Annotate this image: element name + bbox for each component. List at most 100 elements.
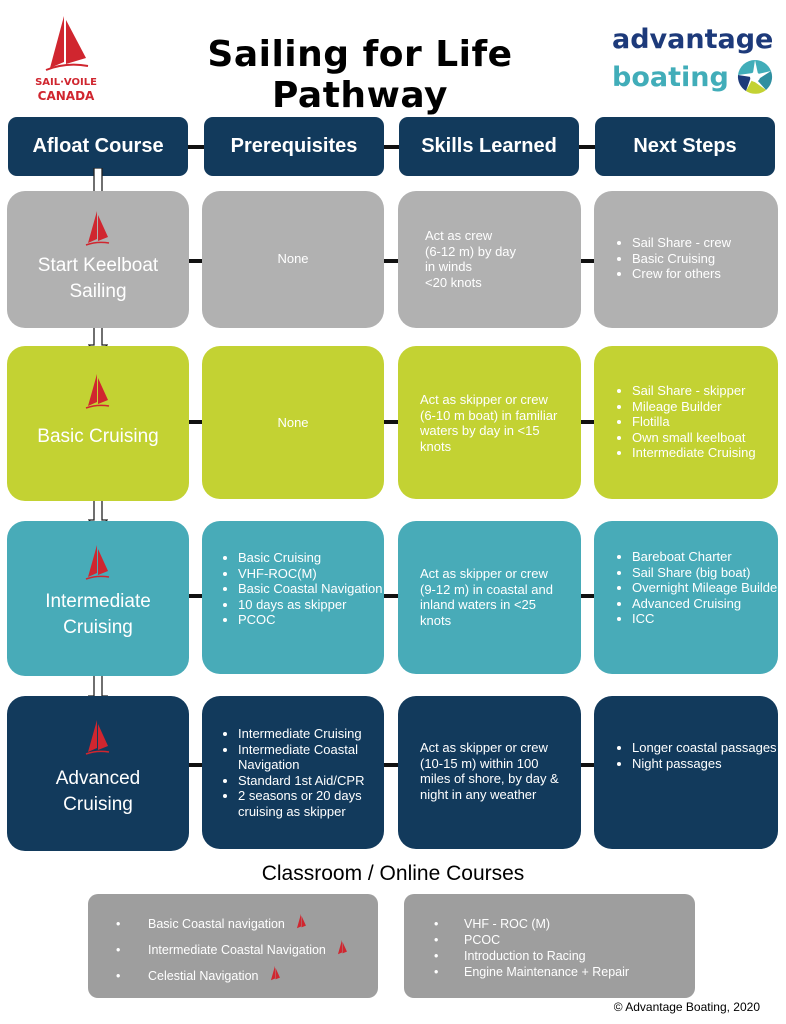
column-header-prerequisites: Prerequisites [204, 117, 384, 176]
list-item: Basic Coastal Navigation [238, 581, 388, 597]
list-item: ICC [632, 611, 782, 627]
row1-connector [185, 259, 605, 263]
skills-line: inland waters in <25 [420, 597, 536, 612]
course-title: Start Keelboat Sailing [37, 255, 159, 302]
aperture-icon [737, 59, 773, 94]
list-item: Overnight Mileage Builder [632, 580, 782, 596]
skills-text: Act as crew (6-12 m) by day in winds <20… [425, 228, 516, 290]
classroom-left-card: •Basic Coastal navigation •Intermediate … [88, 894, 378, 998]
skills-card: Act as skipper or crew (9-12 m) in coast… [398, 521, 581, 674]
classroom-right-card: •VHF - ROC (M) •PCOC •Introduction to Ra… [404, 894, 695, 998]
bullet-icon: • [434, 917, 439, 931]
course-title: Intermediate Cruising [45, 591, 151, 638]
skills-line: (10-15 m) within 100 [420, 755, 539, 771]
skills-line: night in any weather [420, 786, 537, 802]
skills-text: Act as skipper or crew (6-10 m boat) in … [420, 392, 557, 454]
skills-line: (9-12 m) in coastal and [420, 581, 553, 597]
bullet-icon: • [116, 969, 121, 983]
row2-connector [185, 420, 605, 424]
skills-text: Act as skipper or crew (9-12 m) in coast… [420, 566, 553, 628]
sail-icon [297, 913, 307, 929]
next-steps-list: Bareboat Charter Sail Share (big boat) O… [616, 549, 782, 627]
advantage-boating-logo: advantage boating [600, 18, 780, 98]
list-item: •Intermediate Coastal Navigation [116, 937, 376, 963]
column-header-skills-learned: Skills Learned [399, 117, 579, 176]
list-item: Intermediate Cruising [238, 726, 390, 742]
next-steps-list: Longer coastal passages Night passages [616, 740, 782, 771]
list-item: Longer coastal passages [632, 740, 782, 756]
bullet-icon: • [116, 943, 121, 957]
bullet-icon: • [434, 949, 439, 963]
skills-line: Act as skipper or crew [420, 566, 548, 581]
next-steps-list: Sail Share - skipper Mileage Builder Flo… [616, 383, 756, 461]
prerequisites-card: None [202, 346, 384, 499]
sail-icon [45, 16, 89, 71]
classroom-right-list: •VHF - ROC (M) •PCOC •Introduction to Ra… [434, 916, 694, 980]
skills-text: Act as skipper or crew (10-15 m) within … [420, 740, 559, 802]
list-item: Basic Cruising [238, 550, 388, 566]
sail-icon [338, 939, 348, 955]
list-item: Advanced Cruising [632, 596, 782, 612]
list-item: Intermediate Cruising [632, 445, 756, 461]
list-item: VHF-ROC(M) [238, 566, 388, 582]
column-header-next-steps: Next Steps [595, 117, 775, 176]
sail-canada-logo-line1: SAIL·VOILE [35, 77, 97, 88]
bullet-icon: • [116, 917, 121, 931]
list-item: Sail Share (big boat) [632, 565, 782, 581]
header-connector [180, 145, 600, 149]
prerequisites-text: None [277, 415, 309, 430]
prerequisites-card: Intermediate Cruising Intermediate Coast… [202, 696, 384, 849]
course-title: Basic Cruising [37, 426, 159, 447]
sail-icon [85, 545, 110, 580]
sail-canada-logo-line2: CANADA [37, 89, 95, 103]
list-item: Basic Cruising [632, 251, 731, 267]
sail-voile-canada-logo: SAIL·VOILE CANADA [26, 12, 106, 102]
list-item: •Celestial Navigation [116, 963, 376, 989]
skills-line: (6-12 m) by day [425, 243, 517, 259]
list-item: Sail Share - skipper [632, 383, 756, 399]
column-header-afloat-course: Afloat Course [8, 117, 188, 176]
advantage-logo-line2: boating [612, 62, 729, 93]
sail-icon [85, 374, 110, 409]
sail-icon [85, 720, 110, 755]
skills-line: knots [420, 612, 452, 628]
list-item: Bareboat Charter [632, 549, 782, 565]
list-item: Sail Share - crew [632, 235, 731, 251]
next-steps-card: Longer coastal passages Night passages [594, 696, 778, 849]
prerequisites-text: None [277, 251, 309, 266]
skills-line: Act as skipper or crew [420, 740, 548, 755]
row4-connector [185, 763, 605, 767]
bullet-icon: • [434, 965, 439, 979]
skills-line: (6-10 m boat) in familiar [420, 407, 558, 423]
sail-icon [85, 211, 110, 246]
advantage-logo-line1: advantage [612, 24, 774, 55]
skills-line: waters by day in <15 [420, 423, 540, 438]
skills-line: Act as crew [425, 228, 493, 243]
prerequisites-list: Basic Cruising VHF-ROC(M) Basic Coastal … [222, 550, 388, 628]
list-item: Night passages [632, 756, 782, 772]
list-item: Own small keelboat [632, 430, 756, 446]
next-steps-card: Bareboat Charter Sail Share (big boat) O… [594, 521, 782, 674]
course-card-basic-cruising: Basic Cruising [7, 346, 189, 501]
list-item: Intermediate Coastal Navigation [238, 742, 390, 773]
list-item: 2 seasons or 20 days cruising as skipper [238, 788, 390, 819]
list-item: •PCOC [434, 933, 501, 947]
skills-line: knots [420, 438, 452, 454]
list-item: •VHF - ROC (M) [434, 917, 551, 931]
skills-card: Act as skipper or crew (6-10 m boat) in … [398, 346, 581, 499]
row3-connector [185, 594, 605, 598]
next-steps-card: Sail Share - skipper Mileage Builder Flo… [594, 346, 778, 499]
next-steps-list: Sail Share - crew Basic Cruising Crew fo… [616, 235, 731, 282]
skills-line: in winds [425, 259, 472, 274]
list-item: Flotilla [632, 414, 756, 430]
list-item: Mileage Builder [632, 399, 756, 415]
prerequisites-list: Intermediate Cruising Intermediate Coast… [222, 726, 390, 819]
course-card-intermediate-cruising: Intermediate Cruising [7, 521, 189, 676]
prerequisites-card: None [202, 191, 384, 328]
list-item: •Introduction to Racing [434, 949, 586, 963]
sail-icon [270, 965, 280, 981]
copyright: © Advantage Boating, 2020 [613, 1000, 760, 1014]
bullet-icon: • [434, 933, 439, 947]
course-title: Advanced Cruising [55, 768, 141, 815]
list-item: •Engine Maintenance + Repair [434, 965, 630, 979]
